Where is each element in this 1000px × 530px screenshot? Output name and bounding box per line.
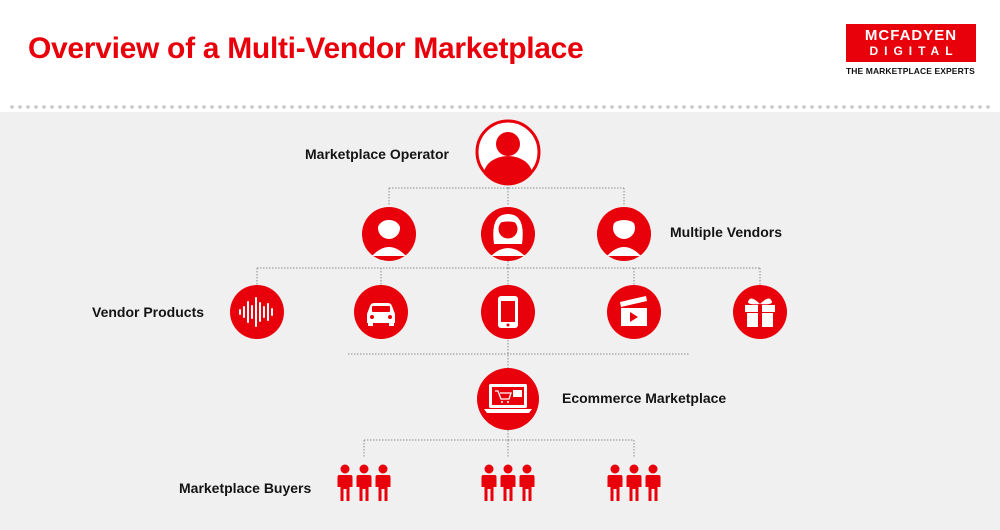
- male-vendor-icon: [597, 207, 651, 261]
- gift-icon: [733, 285, 787, 339]
- logo-tagline: THE MARKETPLACE EXPERTS: [846, 66, 975, 76]
- people-group-icon: [608, 465, 661, 502]
- male-vendor-icon: [362, 207, 416, 261]
- connector-lines: [256, 184, 761, 458]
- diagram-area: Marketplace Operator Multiple Vendors Ve…: [0, 112, 1000, 530]
- user-icon: [475, 119, 541, 186]
- header: Overview of a Multi-Vendor Marketplace M…: [0, 0, 1000, 106]
- company-logo[interactable]: MCFADYEN DIGITAL THE MARKETPLACE EXPERTS: [846, 24, 976, 76]
- female-vendor-icon: [481, 207, 535, 261]
- logo-line-2: DIGITAL: [869, 44, 959, 58]
- logo-box: MCFADYEN DIGITAL: [846, 24, 976, 62]
- ecommerce-label: Ecommerce Marketplace: [562, 390, 727, 406]
- dotted-divider: [8, 104, 992, 110]
- operator-label: Marketplace Operator: [305, 146, 449, 162]
- buyers-label: Marketplace Buyers: [179, 480, 312, 496]
- people-group-icon: [482, 465, 535, 502]
- people-group-icon: [338, 465, 391, 502]
- page-title: Overview of a Multi-Vendor Marketplace: [28, 32, 584, 65]
- products-label: Vendor Products: [92, 304, 205, 320]
- diagram-svg: [230, 119, 787, 530]
- vendors-label: Multiple Vendors: [670, 224, 783, 240]
- audio-wave-icon: [230, 285, 284, 339]
- logo-line-1: MCFADYEN: [864, 27, 958, 44]
- clapperboard-icon: [607, 285, 661, 339]
- laptop-shop-icon: [477, 368, 539, 430]
- smartphone-icon: [481, 285, 535, 339]
- car-icon: [354, 285, 408, 339]
